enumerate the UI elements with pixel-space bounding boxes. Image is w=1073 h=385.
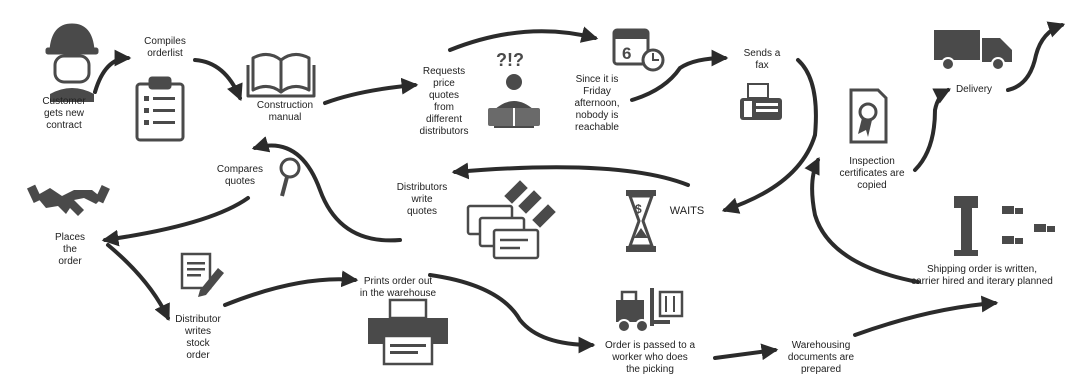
construction-worker-icon	[45, 23, 99, 102]
magnifier-icon	[279, 157, 301, 197]
delivery-truck-icon	[934, 30, 1012, 71]
step-compiles-orderlist: Compiles orderlist	[144, 36, 186, 59]
arrow-customer-to-compiles	[93, 49, 132, 94]
step-warehousing-documents: Warehousing documents are prepared	[787, 340, 855, 375]
step-requests-price-quotes: Requests price quotes from different dis…	[419, 66, 469, 137]
arrows	[93, 21, 1066, 361]
arrow-compiles-to-manual	[193, 58, 243, 102]
arrow-delivery-onward	[1006, 21, 1066, 92]
confused-reader-icon: ?!?	[488, 50, 540, 128]
arrow-compares-to-places	[101, 196, 250, 247]
arrow-requests-to-friday	[448, 26, 599, 52]
step-prints-order: Prints order out in the warehouse	[359, 276, 437, 299]
step-customer-gets-contract: Customer gets new contract	[42, 96, 86, 131]
forklift-icon	[616, 288, 684, 333]
svg-text:?!?: ?!?	[496, 50, 524, 70]
step-places-order: Places the order	[54, 232, 85, 267]
step-order-picking: Order is passed to a worker who does the…	[604, 340, 696, 375]
printer-icon	[368, 298, 448, 366]
arrow-distributors-to-compares	[251, 136, 402, 243]
calendar-clock-icon: 6	[612, 28, 665, 72]
arrow-shipping-to-inspection	[804, 156, 920, 284]
arrow-fax-to-waits	[721, 58, 818, 214]
document-pen-icon	[180, 252, 224, 297]
clipboard-checklist-icon	[135, 76, 185, 142]
step-distributors-write-quotes: Distributors write quotes	[396, 182, 448, 217]
svg-text:6: 6	[622, 44, 631, 63]
step-delivery: Delivery	[955, 84, 993, 95]
arrow-inspection-to-delivery	[913, 88, 952, 172]
arrow-manual-to-requests	[323, 77, 419, 105]
arrow-picking-to-warehousing	[713, 343, 779, 361]
hourglass-money-icon: $	[626, 190, 656, 252]
quote-documents-icon	[466, 180, 556, 260]
arrow-warehousing-to-shipping	[853, 295, 999, 337]
step-sends-fax: Sends a fax	[743, 48, 781, 71]
handshake-icon	[26, 184, 110, 216]
step-friday-afternoon: Since it is Friday afternoon, nobody is …	[574, 74, 620, 133]
certificate-icon	[849, 88, 888, 144]
step-compares-quotes: Compares quotes	[216, 164, 264, 187]
arrow-stock-to-prints	[223, 270, 359, 307]
step-distributor-writes-stock-order: Distributor writes stock order	[175, 314, 221, 361]
step-shipping-order: Shipping order is written, carrier hired…	[911, 264, 1053, 287]
svg-text:$: $	[635, 202, 642, 216]
open-book-icon	[246, 53, 316, 98]
arrow-waits-to-distributors	[451, 162, 690, 187]
arrow-places-to-stock	[106, 243, 170, 322]
step-inspection-certificates: Inspection certificates are copied	[839, 156, 905, 191]
crane-trucks-icon	[954, 196, 1055, 256]
step-construction-manual: Construction manual	[256, 100, 314, 123]
fax-machine-icon	[740, 83, 782, 120]
arrow-prints-to-picking	[428, 273, 596, 354]
arrow-friday-to-fax	[630, 49, 729, 102]
step-waits: WAITS	[669, 205, 705, 217]
